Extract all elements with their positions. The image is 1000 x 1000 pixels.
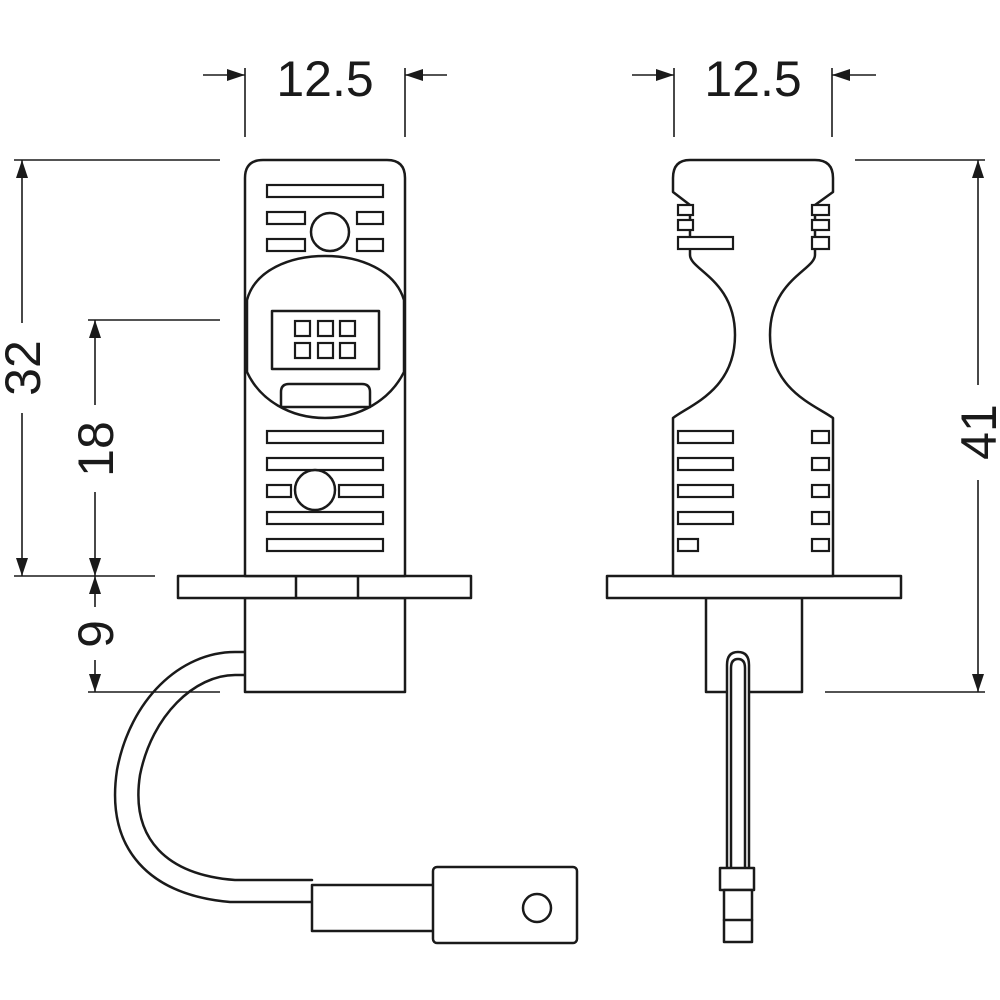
front-view-flange (176, 574, 473, 600)
dimension-front-upper-height: 18 (68, 319, 220, 576)
side-view-socket (704, 596, 804, 694)
side-view-upper-fins (676, 203, 831, 251)
dimension-front-total-height: 32 (0, 159, 220, 577)
side-view-connector (718, 866, 756, 944)
side-total-height-label: 41 (951, 404, 1000, 460)
front-view-lower-fins (265, 429, 385, 553)
side-width-label: 12.5 (704, 51, 801, 107)
led-chip (293, 319, 312, 338)
dimension-side-width: 12.5 (632, 51, 876, 137)
side-view-flange (605, 574, 903, 600)
side-view-body (671, 158, 835, 578)
front-view-led-window (245, 254, 406, 420)
side-view-wire (725, 650, 751, 872)
dimension-side-total-height: 41 (825, 159, 1000, 693)
dimension-front-width: 12.5 (203, 51, 447, 137)
led-chip (316, 341, 335, 360)
led-chip (316, 319, 335, 338)
front-width-label: 12.5 (276, 51, 373, 107)
front-view-wire (113, 650, 314, 904)
led-chip (293, 341, 312, 360)
front-total-height-label: 32 (0, 340, 51, 396)
led-chip (338, 319, 357, 338)
front-view-socket (243, 596, 407, 694)
front-base-height-label: 9 (68, 620, 124, 648)
front-upper-height-label: 18 (68, 421, 124, 477)
side-view (605, 158, 903, 944)
front-view-connector (310, 865, 579, 945)
dimension-front-base-height: 9 (68, 576, 220, 693)
led-chip (338, 341, 357, 360)
front-view-upper-fins (265, 183, 385, 253)
side-view-lower-fins (676, 429, 831, 553)
front-view (113, 158, 579, 945)
